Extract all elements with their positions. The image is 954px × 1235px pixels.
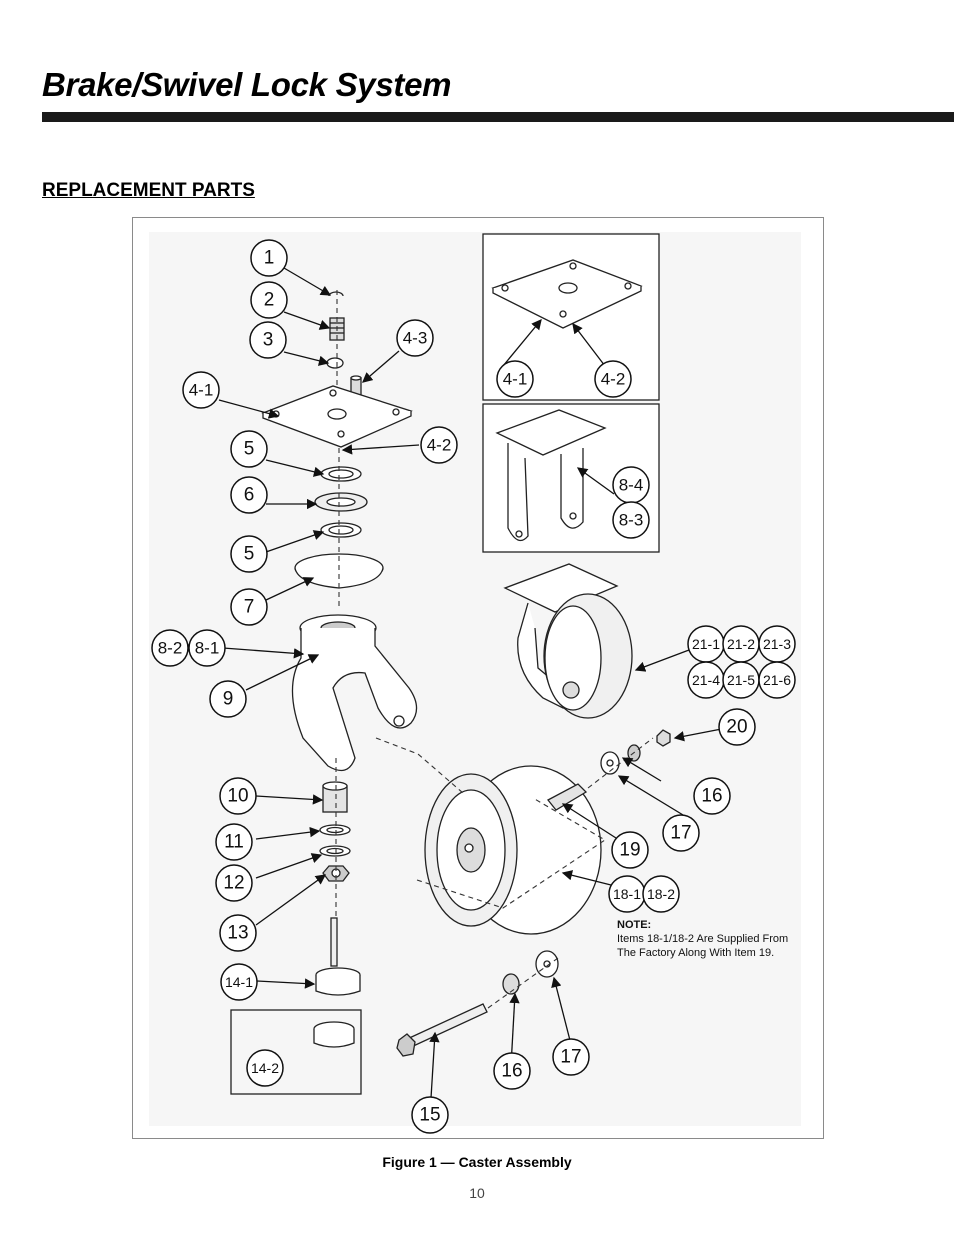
section-heading: REPLACEMENT PARTS [42, 180, 255, 201]
inset-yoke-part [495, 409, 607, 542]
callout-21-2: 21-2 [727, 636, 755, 652]
washer-3-part [326, 357, 344, 369]
figure-caption: Figure 1 — Caster Assembly [382, 1154, 572, 1170]
caster-assembly-diagram: 1 2 3 4-3 4-1 4-2 5 6 5 7 8-2 8-1 9 10 1… [149, 232, 801, 1134]
callout-16-upper: 16 [701, 786, 722, 807]
callout-8-3: 8-3 [619, 511, 644, 530]
assembled-caster-part [503, 563, 633, 719]
washer-17-upper-part [600, 751, 620, 775]
nut-13-part [322, 865, 350, 882]
cup-14-2-part [313, 1021, 355, 1048]
callout-19: 19 [619, 840, 640, 861]
callout-8-2: 8-2 [158, 639, 183, 658]
note-line-2: The Factory Along With Item 19. [617, 947, 774, 959]
callout-3: 3 [263, 330, 274, 351]
callout-16-lower: 16 [501, 1061, 522, 1082]
callout-5-upper: 5 [244, 439, 255, 460]
kingpin-part [330, 917, 338, 967]
bearing-race-5-upper-part [320, 466, 362, 482]
callout-12: 12 [223, 873, 244, 894]
callout-8-1: 8-1 [195, 639, 220, 658]
washer-12-part [319, 845, 351, 857]
callout-10: 10 [227, 786, 248, 807]
title-rule [42, 112, 954, 122]
thrust-bearing-6-part [314, 492, 368, 512]
callout-11: 11 [224, 832, 244, 853]
callout-20: 20 [726, 717, 747, 738]
axle-bolt-15-part [396, 1003, 488, 1057]
callout-18-1: 18-1 [613, 886, 641, 902]
callout-18-2: 18-2 [647, 886, 675, 902]
callout-15: 15 [419, 1105, 440, 1126]
washer-11-part [319, 824, 351, 836]
callout-2: 2 [264, 290, 275, 311]
callout-8-4: 8-4 [619, 476, 644, 495]
callout-21-5: 21-5 [727, 672, 755, 688]
callout-circles [151, 239, 796, 1134]
inset-cup-box [230, 1009, 362, 1095]
callout-5-lower: 5 [244, 544, 255, 565]
caster-assembly-figure: 1 2 3 4-3 4-1 4-2 5 6 5 7 8-2 8-1 9 10 1… [132, 217, 824, 1139]
callout-21-1: 21-1 [692, 636, 720, 652]
page-title: Brake/Swivel Lock System [42, 66, 452, 103]
callout-14-1: 14-1 [225, 974, 253, 990]
spacer-19-part [547, 783, 588, 811]
callout-4-1: 4-1 [189, 381, 214, 400]
callout-17-lower: 17 [560, 1047, 581, 1068]
washer-17-lower-part [535, 950, 559, 978]
callout-1: 1 [264, 248, 275, 269]
callout-4-3: 4-3 [403, 329, 428, 348]
callout-9: 9 [223, 689, 234, 710]
note-line-1: Items 18-1/18-2 Are Supplied From [617, 933, 788, 945]
callout-21-4: 21-4 [692, 672, 720, 688]
callout-inset-4-1: 4-1 [503, 370, 528, 389]
bearing-race-5-lower-part [320, 522, 362, 538]
callout-21-6: 21-6 [763, 672, 791, 688]
callout-4-2: 4-2 [427, 436, 452, 455]
callout-21-3: 21-3 [763, 636, 791, 652]
yoke-9-part [291, 614, 418, 772]
callout-14-2: 14-2 [251, 1060, 279, 1076]
callout-inset-4-2: 4-2 [601, 370, 626, 389]
bushing-10-part [322, 781, 348, 813]
callout-6: 6 [244, 485, 255, 506]
cup-14-1-part [315, 967, 361, 996]
callout-7: 7 [244, 597, 255, 618]
assembly-dashed-lines [335, 290, 654, 1009]
note-title: NOTE: [617, 919, 651, 931]
nut-20-part [656, 729, 671, 747]
callout-17-upper: 17 [670, 823, 691, 844]
callout-13: 13 [227, 923, 248, 944]
page-number: 10 [469, 1185, 485, 1201]
inset-top-plate-part [491, 259, 643, 329]
